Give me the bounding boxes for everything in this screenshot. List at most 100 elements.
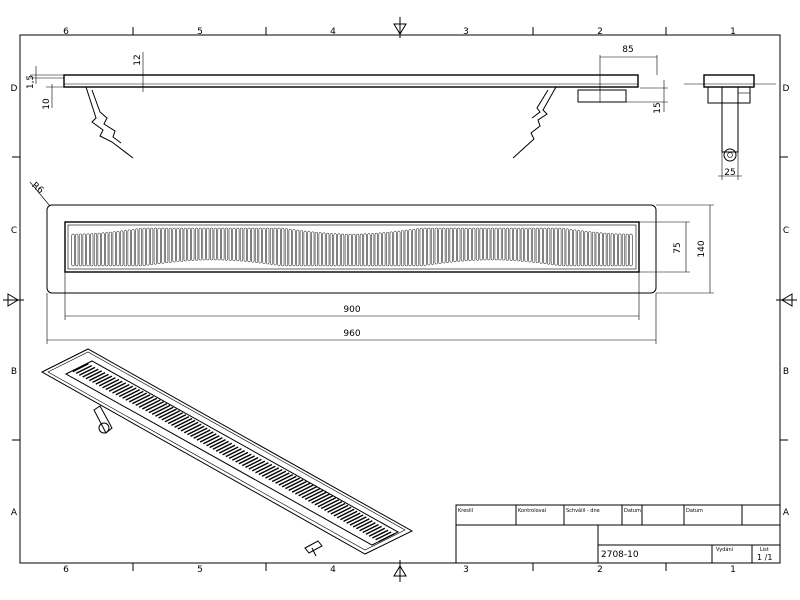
grate-slot [120,230,124,267]
iso-grate-slot [228,449,246,460]
grate-slot [333,233,337,267]
grate-slot [547,227,551,265]
grate-slot [97,232,101,267]
grate-slot [393,231,397,267]
iso-grate-slot [135,395,154,407]
grate-slot [101,232,105,267]
zone-row-label: A [783,508,790,518]
iso-grate-slot [171,415,190,427]
grate-slot [341,233,345,267]
dim-12-label: 12 [133,54,143,65]
side-view-right-leg [512,86,557,159]
grate-slot [243,227,247,262]
grate-slot [75,233,79,267]
iso-grate-slot [349,516,367,526]
grate-slot [562,228,566,267]
grate-slot [307,231,311,267]
grate-slot [266,227,270,265]
iso-grate-slot [235,453,252,463]
grate-slot [296,229,300,267]
grate-slot [344,233,348,267]
grate-slot [629,233,633,267]
zone-col-label: 5 [197,565,203,575]
iso-grate-slot [225,448,242,458]
grate-slot [382,232,386,267]
iso-grate-slot [298,486,317,497]
grate-slot [157,227,161,265]
grate-slot [78,233,83,267]
iso-grate-slot [75,364,93,375]
end-view-body [707,86,751,104]
grate-slot [453,227,457,263]
grate-slot [210,227,214,261]
iso-grate-slot [92,373,109,384]
grate-slot [528,227,532,263]
iso-grate-slot [72,363,89,373]
iso-grate-slot [265,468,283,479]
grate-slot [288,228,292,267]
grate-slot [273,227,277,266]
zone-col-label: 4 [330,27,336,37]
dim-15-label: 15 [653,102,663,113]
grate-slot [468,227,472,261]
dim-25-label: 25 [724,168,735,178]
grate-slot [397,230,401,267]
iso-grate-slot [375,531,392,541]
iso-grate-slot [330,504,349,515]
grate-slot [195,227,199,261]
zone-col-label: 3 [463,27,469,37]
grate-slot [86,233,90,267]
iso-grate-slot [291,482,311,493]
iso-grate-slot [187,425,205,436]
grate-slot [135,228,139,267]
zone-col-label: 3 [463,565,469,575]
grate-slot [127,229,131,267]
grate-slot [374,232,378,267]
grate-slot [371,233,375,267]
grate-slot [367,233,371,267]
plan-outer-frame [46,204,657,294]
grate-slot [610,233,614,267]
zone-labels-right: D C B A [783,84,790,518]
grate-slot [112,231,116,267]
title-list-label: List [760,547,769,553]
iso-grate-slot [132,394,151,405]
grate-slot [554,227,558,266]
end-view: 25 [684,74,776,180]
title-block [455,504,781,564]
grate-slot [614,233,618,267]
iso-grate-slot [85,370,103,380]
iso-grate-slot [215,442,233,452]
dim-85-label: 85 [622,45,633,55]
grate-slot [550,227,554,266]
grate-slot [378,232,382,267]
dim-960-label: 960 [343,329,360,339]
grate-slot [356,233,360,267]
grate-slot [146,227,150,266]
grate-slot [228,227,232,261]
iso-grate-slot [122,388,141,399]
grate-slot [487,227,491,261]
grate-slot [281,227,285,267]
zone-row-label: C [783,226,789,236]
grate-slot [206,227,210,261]
iso-grate-slot [320,499,340,510]
iso-grate-slot [258,465,276,476]
iso-grate-slot [112,383,130,394]
zone-col-label: 2 [597,565,603,575]
grate-slot [573,229,577,267]
iso-grate-slot [141,399,161,410]
iso-grate-slot [294,484,314,495]
iso-grate-slot [362,523,379,534]
end-view-grate [703,74,755,88]
zone-labels-bottom: 6 5 4 3 2 1 [63,565,736,575]
grate-slot [401,230,405,267]
grate-slot [483,227,487,261]
isometric-view [40,348,414,557]
dim-1-5-label: 1,5 [26,75,36,89]
grate-slot [150,227,154,266]
grate-slot [277,227,281,266]
grate-slot [239,227,244,262]
iso-grate-slot [180,421,199,432]
